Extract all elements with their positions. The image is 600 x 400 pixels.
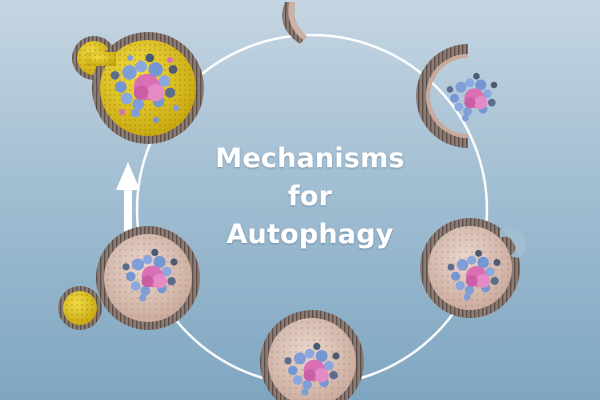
cycle-arrow-icon xyxy=(116,162,140,232)
diagram-title: Mechanisms for Autophagy xyxy=(190,140,430,254)
autolysosome-icon xyxy=(72,32,204,144)
title-line-2: for xyxy=(287,181,333,212)
autophagosome-icon xyxy=(260,310,364,400)
engulfing-membrane-icon xyxy=(420,218,526,318)
phagophore-icon xyxy=(282,2,307,44)
lysosome-icon xyxy=(58,286,102,330)
phagophore-cup-icon xyxy=(416,44,498,148)
title-line-3: Autophagy xyxy=(226,219,394,250)
title-line-1: Mechanisms xyxy=(215,143,405,174)
autophagosome-left-icon xyxy=(96,226,200,330)
